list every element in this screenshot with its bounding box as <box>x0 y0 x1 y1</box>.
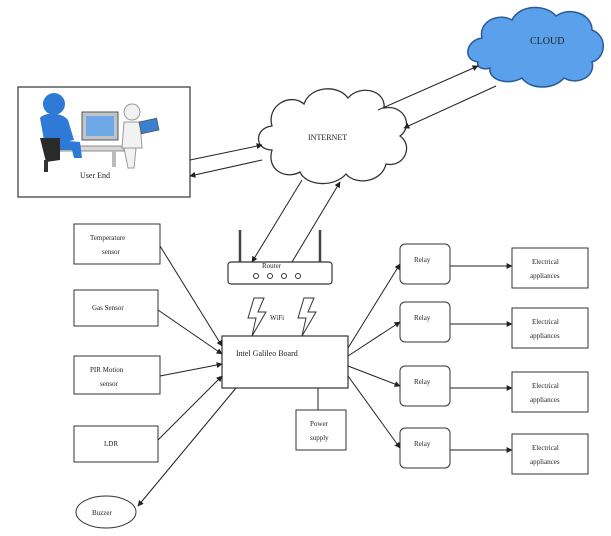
sensor-board-links <box>137 245 237 507</box>
internet-cloud-links <box>377 65 497 129</box>
cloud-shape <box>467 6 604 88</box>
cloud-node: CLOUD <box>467 6 604 88</box>
relay-node-3: Relay <box>399 365 451 407</box>
relay-label-4: Relay <box>414 440 431 448</box>
pir-sensor-line1: PIR Motion <box>90 366 124 374</box>
person-with-tablet-icon <box>121 103 160 169</box>
appliance-1-line1: Electrical <box>532 258 559 266</box>
board-box <box>221 335 349 389</box>
appliance-2-line1: Electrical <box>532 318 559 326</box>
buzzer-label: Buzzer <box>92 509 112 517</box>
router-label: Router <box>262 262 282 270</box>
appliance-1-line2: appliances <box>530 272 560 280</box>
pir-motion-sensor-node: PIR Motion sensor <box>73 355 161 395</box>
ldr-node: LDR <box>73 425 159 463</box>
gas-sensor-label: Gas Sensor <box>92 304 124 312</box>
user-end-node: User End <box>17 86 191 198</box>
temperature-sensor-line1: Temperature <box>90 234 125 242</box>
internet-node: INTERNET <box>257 88 408 185</box>
appliance-2-line2: appliances <box>530 332 560 340</box>
relay-label-1: Relay <box>414 256 431 264</box>
pir-sensor-line2: sensor <box>100 380 119 388</box>
appliance-node-3: Electrical appliances <box>511 371 589 413</box>
internet-cloud-shape <box>257 88 408 185</box>
temperature-sensor-line2: sensor <box>102 248 121 256</box>
relay-node-4: Relay <box>399 427 451 469</box>
power-supply-label-line2: supply <box>310 434 329 442</box>
internet-router-links <box>251 179 341 263</box>
ldr-label: LDR <box>104 440 118 448</box>
power-supply-node: Power supply <box>295 388 347 451</box>
wifi-label: WiFi <box>270 314 284 322</box>
appliance-3-line1: Electrical <box>532 382 559 390</box>
user-end-label: User End <box>80 171 110 180</box>
appliance-node-2: Electrical appliances <box>511 307 589 349</box>
appliance-node-1: Electrical appliances <box>511 247 589 289</box>
relay-label-2: Relay <box>414 314 431 322</box>
user-internet-links <box>189 143 263 178</box>
relay-appliance-links <box>450 263 513 453</box>
relay-node-2: Relay <box>399 301 451 343</box>
wifi-lightning-icon: WiFi <box>247 297 317 337</box>
power-supply-label-line1: Power <box>310 420 329 428</box>
gas-sensor-node: Gas Sensor <box>73 289 159 327</box>
power-supply-box <box>295 409 347 451</box>
internet-label: INTERNET <box>308 133 347 142</box>
relay-label-3: Relay <box>414 378 431 386</box>
appliance-node-4: Electrical appliances <box>511 433 589 475</box>
router-icon: Router <box>227 230 333 285</box>
board-relay-links <box>347 263 401 449</box>
appliance-3-line2: appliances <box>530 396 560 404</box>
relay-node-1: Relay <box>399 243 451 285</box>
cloud-label: CLOUD <box>530 36 564 47</box>
appliance-4-line1: Electrical <box>532 444 559 452</box>
board-label: Intel Galileo Board <box>236 349 298 358</box>
temperature-sensor-node: Temperature sensor <box>73 223 161 265</box>
buzzer-node: Buzzer <box>75 495 137 529</box>
appliance-4-line2: appliances <box>530 458 560 466</box>
intel-galileo-board-node: Intel Galileo Board <box>221 335 349 389</box>
